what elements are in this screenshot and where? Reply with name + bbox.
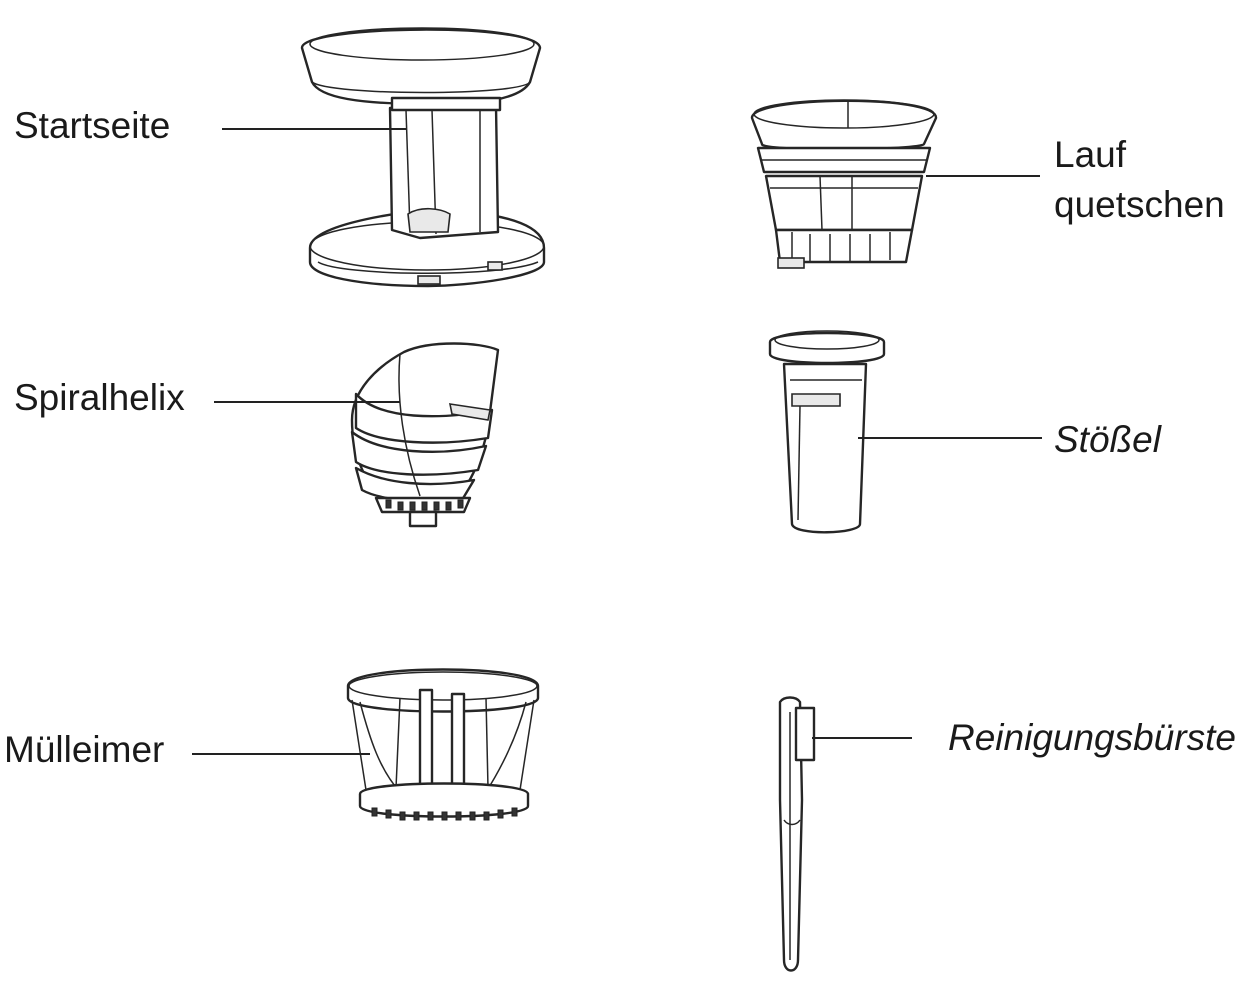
label-stoessel: Stößel — [1054, 419, 1163, 460]
part-stoessel — [768, 330, 886, 534]
part-reinigungsbuerste — [778, 696, 816, 972]
label-lauf-line1: Lauf — [1054, 134, 1127, 175]
label-startseite: Startseite — [14, 105, 170, 146]
label-muelleimer: Mülleimer — [4, 729, 164, 770]
label-lauf-line2: quetschen — [1054, 184, 1225, 225]
part-lauf-quetschen — [750, 99, 938, 269]
part-startseite — [300, 27, 546, 288]
part-spiralhelix — [350, 342, 500, 528]
label-spiralhelix: Spiralhelix — [14, 377, 185, 418]
label-reinigungsbuerste: Reinigungsbürste — [948, 717, 1236, 758]
part-muelleimer — [346, 668, 540, 821]
